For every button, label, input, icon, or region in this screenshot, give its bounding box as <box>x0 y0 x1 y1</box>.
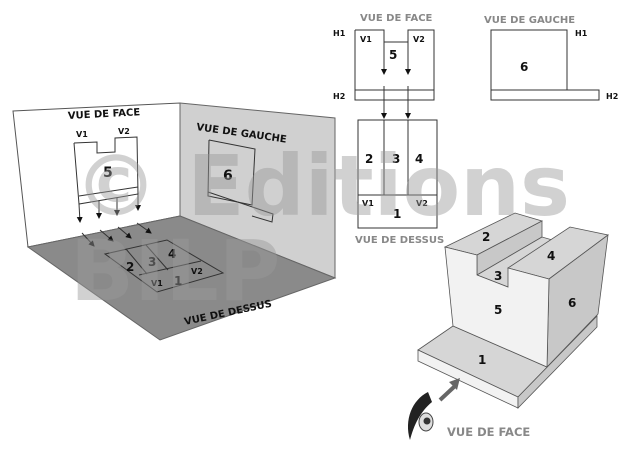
room-top-4: 4 <box>168 247 176 261</box>
ortho-top-title: VUE DE DESSUS <box>355 235 444 246</box>
solid-label-3: 3 <box>494 269 502 283</box>
room-front-v2: V2 <box>118 127 130 136</box>
watermark-line2: BILP <box>70 222 280 320</box>
room-top-view: 2 3 4 V1 1 V2 <box>103 239 225 293</box>
room-top-v1: V1 <box>151 279 163 288</box>
face-5 <box>444 246 550 368</box>
watermark: © Editions BILP <box>70 137 570 320</box>
floor <box>26 215 337 341</box>
room-left-view: 6 <box>207 139 274 223</box>
room-top-v2: V2 <box>191 267 203 276</box>
ortho-h2: H2 <box>333 92 345 101</box>
eye-icon <box>408 392 434 440</box>
ortho-front-title: VUE DE FACE <box>360 13 433 24</box>
room-face-6: 6 <box>223 168 233 184</box>
ortho-left-title: VUE DE GAUCHE <box>484 15 575 26</box>
room-top-1: 1 <box>174 274 182 288</box>
ortho-h1: H1 <box>333 29 346 38</box>
ortho-front-v2: V2 <box>413 35 425 44</box>
ortho-front-v1: V1 <box>360 35 372 44</box>
ortho-left-h1: H1 <box>575 29 588 38</box>
room-front-title: VUE DE FACE <box>68 107 141 122</box>
ortho-top-view: 2 3 4 V1 V2 1 <box>357 119 438 229</box>
ortho-front-view: V1 V2 5 <box>354 29 435 119</box>
base-right-face <box>517 315 598 409</box>
watermark-line1: © Editions <box>74 137 570 235</box>
ortho-top-v1: V1 <box>362 199 374 208</box>
ortho-top-2: 2 <box>365 152 373 166</box>
room-top-3: 3 <box>148 255 156 269</box>
room-face-5: 5 <box>103 165 113 181</box>
solid-view-label: VUE DE FACE <box>447 425 530 439</box>
room-front-v1: V1 <box>76 130 88 139</box>
ortho-left-view: 6 H1 H2 <box>490 29 618 101</box>
solid-label-6: 6 <box>568 296 576 310</box>
room-top-2: 2 <box>126 260 134 274</box>
isometric-solid <box>417 212 609 409</box>
view-direction-arrow-icon <box>438 378 460 402</box>
ortho-top-4: 4 <box>415 152 423 166</box>
solid-label-2: 2 <box>482 230 490 244</box>
ortho-face-5: 5 <box>389 48 397 62</box>
ortho-face-6: 6 <box>520 60 528 74</box>
solid-label-5: 5 <box>494 303 502 317</box>
ortho-top-v2: V2 <box>416 199 428 208</box>
room-front-view: V1 V2 5 <box>73 127 152 247</box>
ortho-top-1: 1 <box>393 207 401 221</box>
solid-label-4: 4 <box>547 249 555 263</box>
solid-label-1: 1 <box>478 353 486 367</box>
ortho-top-3: 3 <box>392 152 400 166</box>
solid-labels: 2 3 4 5 6 1 <box>478 230 576 367</box>
orthographic-views: VUE DE FACE VUE DE GAUCHE H1 H2 V1 V2 5 … <box>333 13 618 246</box>
ortho-left-h2: H2 <box>606 92 618 101</box>
